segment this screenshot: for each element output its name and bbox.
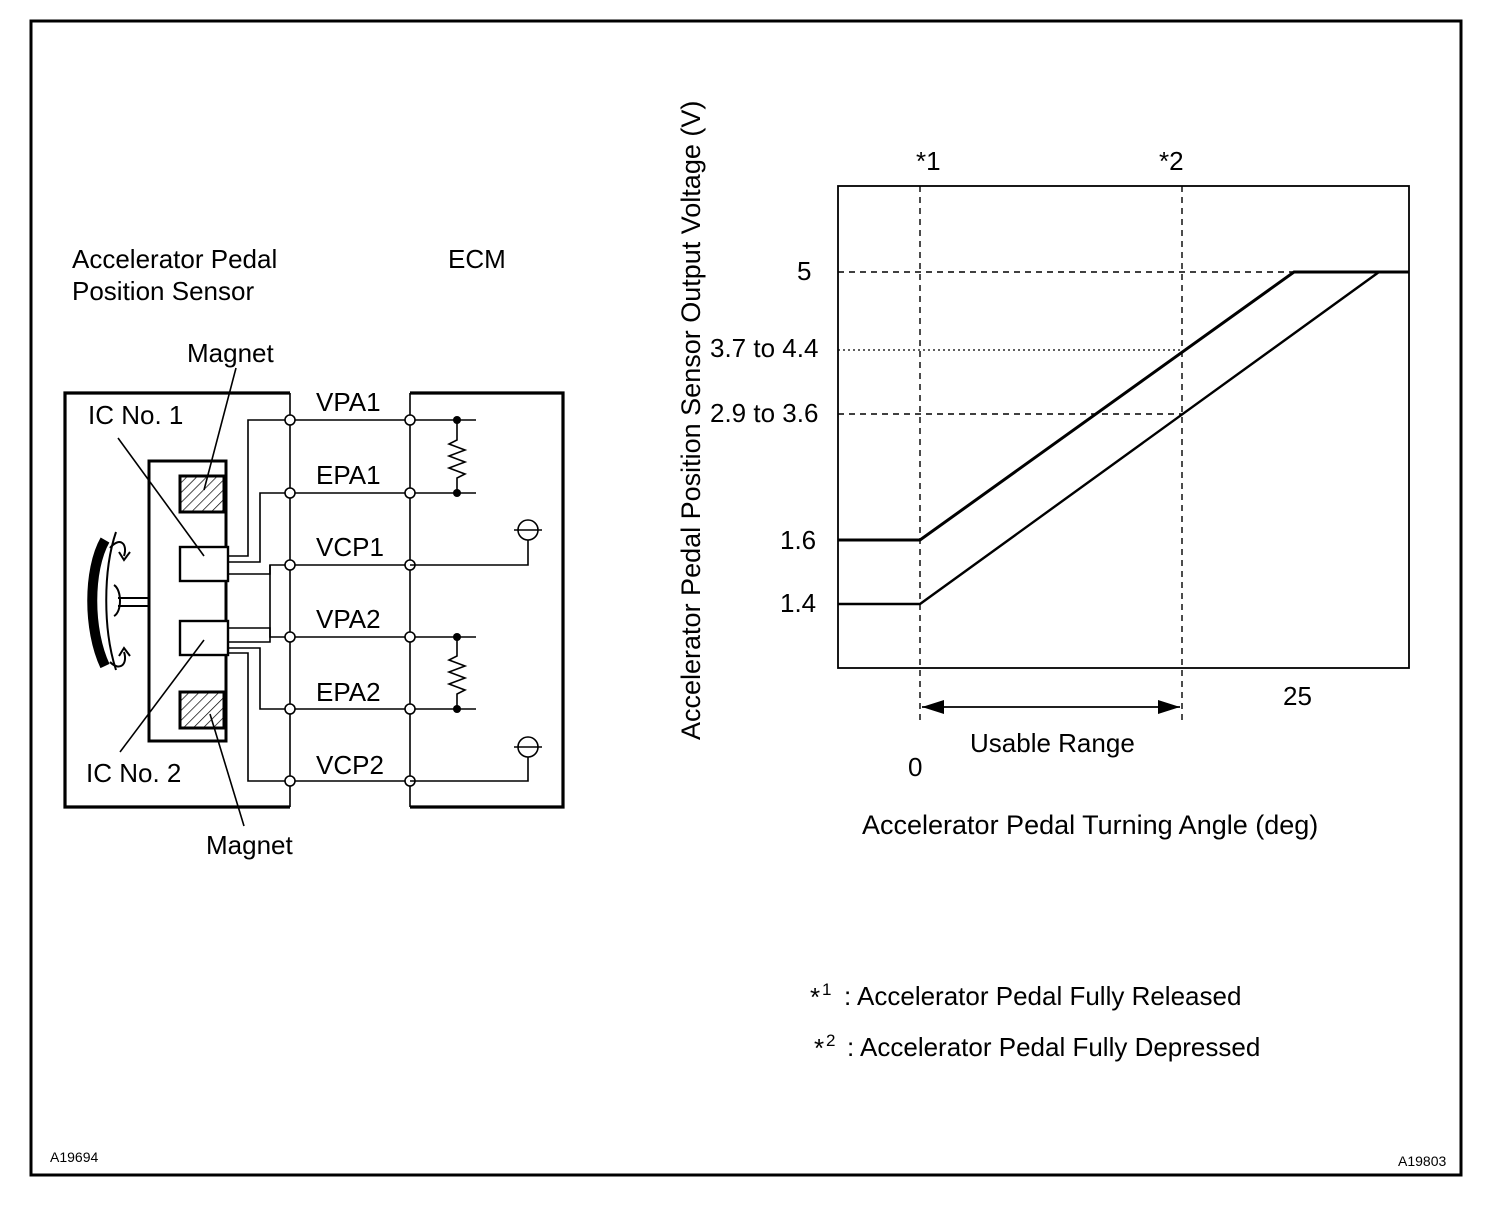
supply-vcp1 [410, 519, 542, 566]
resistor-2 [446, 633, 468, 713]
magnet-top [178, 474, 226, 514]
rotation-icon [87, 531, 149, 671]
ytick-5: 5 [797, 256, 811, 286]
ic2-chip [178, 619, 230, 657]
ytick-37-44: 3.7 to 4.4 [710, 333, 818, 363]
xtick-0: 0 [908, 752, 922, 782]
supply-vcp2 [410, 736, 542, 782]
right-figure-code: A19803 [1398, 1153, 1446, 1169]
ytick-29-36: 2.9 to 3.6 [710, 398, 818, 428]
leader-magnet-bottom [209, 713, 245, 827]
magnet-top-label: Magnet [187, 338, 274, 368]
xtick-25: 25 [1283, 681, 1312, 711]
signal-vcp1: VCP1 [316, 532, 384, 562]
note-1-sup: 1 [822, 980, 831, 999]
outer-frame [29, 19, 1463, 1177]
ic-housing [147, 459, 228, 743]
plot-frame [837, 185, 1410, 669]
signal-vcp2: VCP2 [316, 750, 384, 780]
sensor-title-line1: Accelerator Pedal [72, 244, 277, 274]
signal-epa2: EPA2 [316, 677, 381, 707]
note-1: * 1 : Accelerator Pedal Fully Released [810, 980, 1241, 1012]
internal-wiring [228, 419, 290, 782]
ic2-label: IC No. 2 [86, 758, 181, 788]
signal-vpa2: VPA2 [316, 604, 381, 634]
series-upper-line [838, 270, 1409, 542]
note-1-text: : Accelerator Pedal Fully Released [844, 981, 1241, 1011]
terminals [284, 414, 416, 787]
note-2: * 2 : Accelerator Pedal Fully Depressed [814, 1031, 1260, 1063]
leader-ic2 [119, 639, 205, 753]
marker-2: *2 [1159, 146, 1184, 176]
ic1-chip [178, 545, 230, 583]
ic1-label: IC No. 1 [88, 400, 183, 430]
ytick-16: 1.6 [780, 525, 816, 555]
magnet-bottom-label: Magnet [206, 830, 293, 860]
ytick-14: 1.4 [780, 588, 816, 618]
note-2-text: : Accelerator Pedal Fully Depressed [847, 1032, 1260, 1062]
note-1-mark: * [810, 982, 820, 1012]
note-2-mark: * [814, 1033, 824, 1063]
x-axis-label: Accelerator Pedal Turning Angle (deg) [862, 810, 1318, 840]
leader-ic1 [117, 437, 205, 557]
note-2-sup: 2 [826, 1031, 835, 1050]
signal-wires [290, 419, 476, 782]
magnet-bottom [178, 690, 226, 730]
signal-vpa1: VPA1 [316, 387, 381, 417]
signal-epa1: EPA1 [316, 460, 381, 490]
leader-magnet-top [203, 367, 237, 491]
y-axis-label: Accelerator Pedal Position Sensor Output… [676, 101, 706, 740]
series-lower-line [838, 270, 1409, 606]
resistor-1 [446, 416, 468, 497]
ecm-box [410, 391, 565, 809]
ecm-label: ECM [448, 244, 506, 274]
usable-range-label: Usable Range [970, 728, 1135, 758]
left-figure-code: A19694 [50, 1149, 98, 1165]
sensor-box [63, 391, 290, 809]
marker-1: *1 [916, 146, 941, 176]
sensor-title-line2: Position Sensor [72, 276, 254, 306]
